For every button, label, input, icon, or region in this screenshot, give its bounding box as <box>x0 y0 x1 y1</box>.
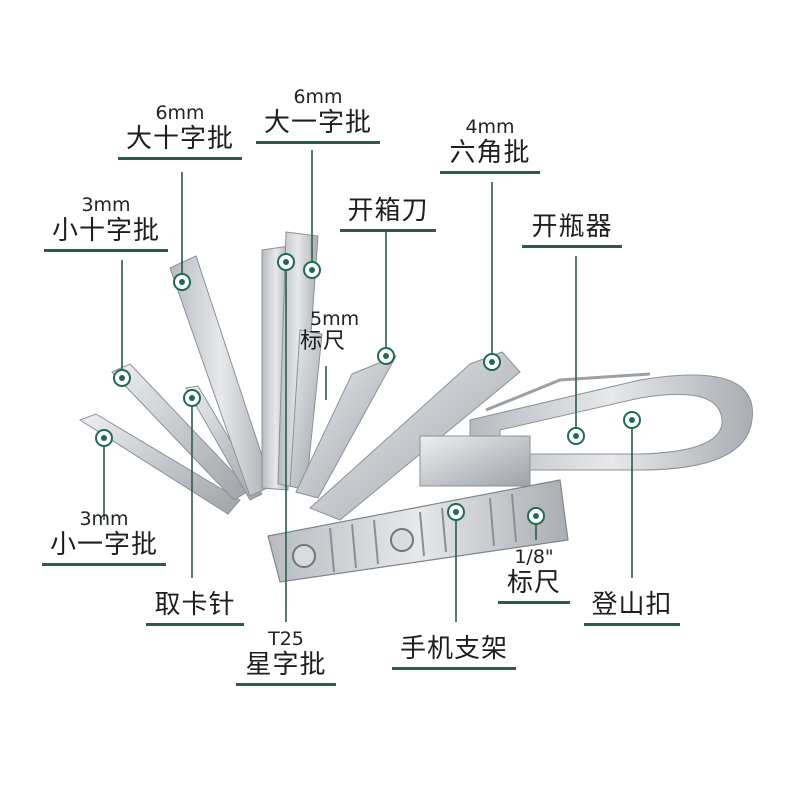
body-ridges <box>329 493 517 573</box>
label-underline <box>440 171 540 174</box>
label-big-phillips: 6mm 大十字批 <box>118 102 242 160</box>
label-underline <box>236 683 336 686</box>
label-size: T25 <box>268 628 304 650</box>
label-underline <box>256 141 380 144</box>
label-phone-stand: 手机支架 <box>392 634 516 670</box>
label-underline <box>584 623 680 626</box>
label-underline <box>42 563 166 566</box>
label-size: 5mm <box>310 308 360 330</box>
label-torx: T25 星字批 <box>236 628 336 686</box>
label-ruler-5mm: 5mm 标尺 <box>300 308 372 354</box>
label-name: 星字批 <box>245 650 327 680</box>
label-name: 登山扣 <box>591 590 673 620</box>
label-underline <box>44 249 168 252</box>
label-name: 小一字批 <box>49 530 158 560</box>
label-name: 标尺 <box>506 568 561 598</box>
label-name: 取卡针 <box>154 590 236 620</box>
tool-illustration <box>78 231 753 583</box>
label-underline <box>498 601 570 604</box>
label-box-cutter: 开箱刀 <box>340 196 436 232</box>
phone-stand-plate <box>419 435 531 487</box>
leader-lines <box>103 150 633 622</box>
label-size: 3mm <box>79 508 129 530</box>
label-name: 开箱刀 <box>347 196 429 226</box>
small-flat-blade <box>78 413 241 515</box>
label-small-flat: 3mm 小一字批 <box>42 508 166 566</box>
label-size: 4mm <box>465 116 515 138</box>
label-ruler-inch: 1/8" 标尺 <box>498 546 570 604</box>
label-underline <box>522 245 622 248</box>
label-name: 六角批 <box>449 138 531 168</box>
label-size: 6mm <box>293 86 343 108</box>
pivot-screw <box>292 544 316 568</box>
label-carabiner: 登山扣 <box>584 590 680 626</box>
label-underline <box>340 229 436 232</box>
label-size: 1/8" <box>514 546 554 568</box>
label-name: 大十字批 <box>125 124 234 154</box>
label-size: 3mm <box>81 194 131 216</box>
carabiner-gate <box>485 372 651 412</box>
label-underline <box>392 667 516 670</box>
label-name: 手机支架 <box>399 634 508 664</box>
label-name: 标尺 <box>300 329 347 354</box>
label-small-phillips: 3mm 小十字批 <box>44 194 168 252</box>
label-hex: 4mm 六角批 <box>440 116 540 174</box>
label-name: 大一字批 <box>263 108 372 138</box>
label-underline <box>146 623 244 626</box>
main-body <box>267 479 569 583</box>
label-name: 小十字批 <box>51 216 160 246</box>
label-sim-pin: 取卡针 <box>146 590 244 626</box>
label-bottle-opener: 开瓶器 <box>522 212 622 248</box>
label-big-flat: 6mm 大一字批 <box>256 86 380 144</box>
label-name: 开瓶器 <box>531 212 613 242</box>
torx-screw <box>390 528 414 552</box>
label-size: 6mm <box>155 102 205 124</box>
label-underline <box>118 157 242 160</box>
